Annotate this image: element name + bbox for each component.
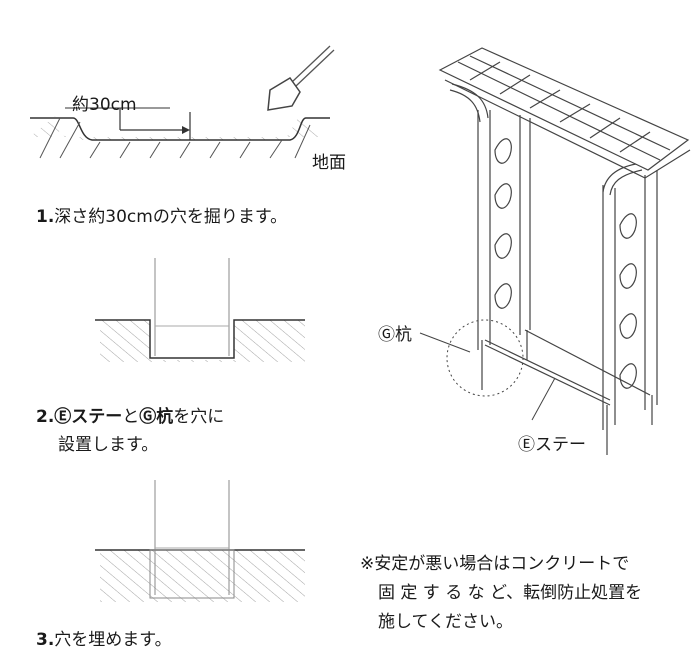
step2-part-g: 杭 <box>156 407 174 427</box>
stake-callout: Ⓖ杭 <box>378 325 412 345</box>
step2-part-e: ステー <box>71 407 123 427</box>
step1-number: 1. <box>36 207 55 227</box>
stay-callout: Ⓔステー <box>518 435 586 455</box>
step2-mark-g: Ⓖ <box>139 407 157 427</box>
shovel-icon <box>267 45 335 111</box>
step3-hole-diagram <box>95 480 305 602</box>
step3-text: 穴を埋めます。 <box>54 630 172 650</box>
step2-connector: と <box>122 407 140 427</box>
note-line1: ※安定が悪い場合はコンクリートで <box>360 554 630 574</box>
step2-hole-diagram <box>95 258 305 362</box>
step2-mark-e: Ⓔ <box>54 407 72 427</box>
step2-caption-line2: 設置します。 <box>58 435 159 455</box>
step3-caption: 3.穴を埋めます。 <box>36 625 172 650</box>
step1-hole-diagram <box>30 107 330 159</box>
note-line3: 施してください。 <box>378 612 513 632</box>
step2-text-tail: を穴に <box>173 407 225 427</box>
step1-text: 深さ約30cmの穴を掘ります。 <box>54 207 288 227</box>
step1-caption: 1.深さ約30cmの穴を掘ります。 <box>36 202 287 227</box>
note-line2: 固 定 す る な ど、転倒防止処置を <box>378 583 643 603</box>
step3-number: 3. <box>36 630 55 650</box>
dimension-label: 約30cm <box>72 95 137 115</box>
step2-number: 2. <box>36 407 55 427</box>
step2-caption-line1: 2.ⒺステーとⒼ杭を穴に <box>36 402 224 427</box>
arch-illustration <box>419 47 691 455</box>
ground-label: 地面 <box>312 153 346 173</box>
